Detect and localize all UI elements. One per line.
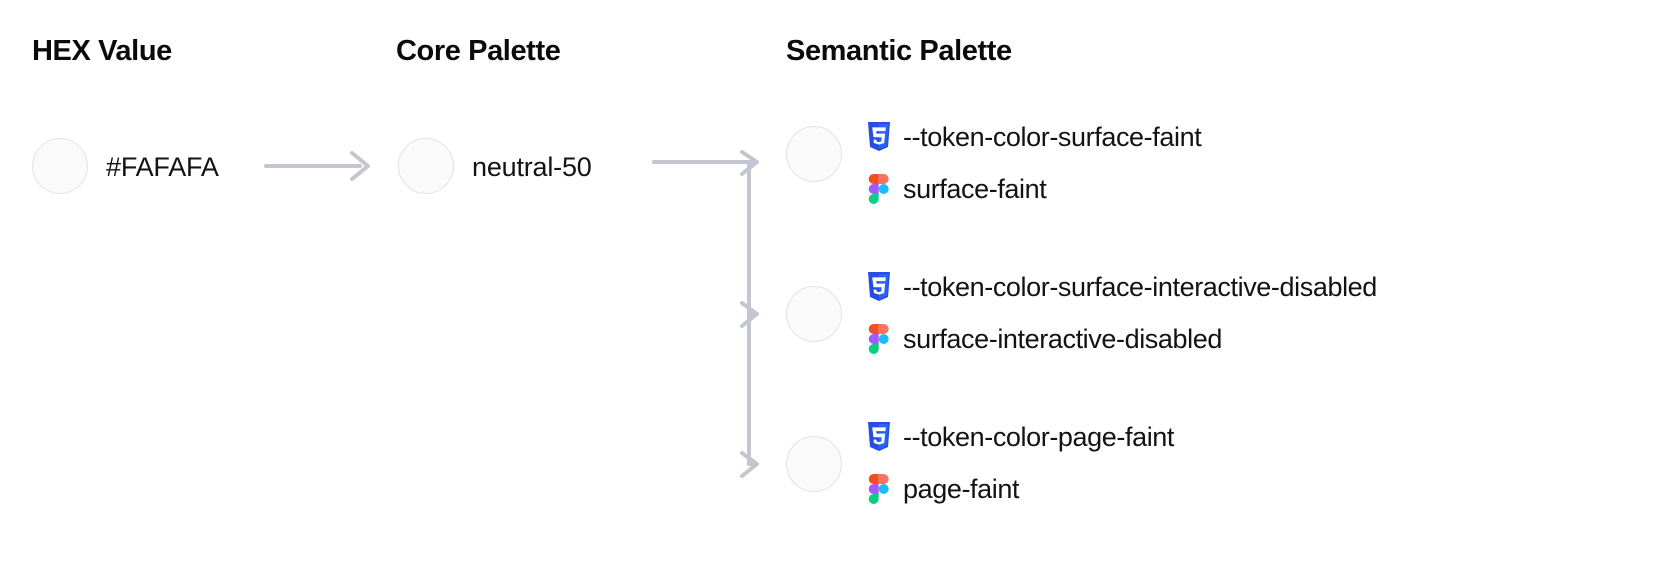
core-palette-value-label: neutral-50 (472, 152, 592, 182)
css-token-label: --token-color-page-faint (903, 421, 1175, 452)
figma-token-line: page-faint (866, 470, 1174, 508)
figma-icon (866, 474, 892, 504)
figma-icon (866, 324, 892, 354)
color-swatch-hex (32, 138, 88, 194)
color-swatch-core (398, 138, 454, 194)
figma-token-line: surface-faint (866, 170, 1201, 208)
css-token-label: --token-color-surface-interactive-disabl… (903, 271, 1377, 302)
figma-icon (866, 174, 892, 204)
column-heading-hex: HEX Value (32, 35, 172, 67)
color-swatch-semantic (786, 126, 842, 182)
column-heading-core-palette: Core Palette (396, 35, 561, 67)
hex-value-label: #FAFAFA (106, 152, 219, 182)
css-token-line: --token-color-surface-interactive-disabl… (866, 268, 1377, 306)
color-swatch-semantic (786, 286, 842, 342)
column-heading-semantic-palette: Semantic Palette (786, 35, 1012, 67)
color-swatch-semantic (786, 436, 842, 492)
css3-icon (866, 422, 892, 452)
figma-token-line: surface-interactive-disabled (866, 320, 1377, 358)
figma-token-label: surface-faint (903, 173, 1047, 204)
semantic-token-row: --token-color-surface-faint surface-fain… (866, 118, 1202, 208)
css3-icon (866, 122, 892, 152)
semantic-token-row: --token-color-surface-interactive-disabl… (866, 268, 1377, 358)
css3-icon (866, 272, 892, 302)
branch-core-to-semantic (652, 150, 759, 478)
css-token-line: --token-color-page-faint (866, 418, 1174, 456)
figma-token-label: surface-interactive-disabled (903, 323, 1222, 354)
css-token-label: --token-color-surface-faint (903, 121, 1202, 152)
css-token-line: --token-color-surface-faint (866, 118, 1202, 156)
figma-token-label: page-faint (903, 473, 1020, 504)
arrow-hex-to-core (264, 151, 370, 181)
semantic-token-row: --token-color-page-faint page-faint (866, 418, 1174, 508)
